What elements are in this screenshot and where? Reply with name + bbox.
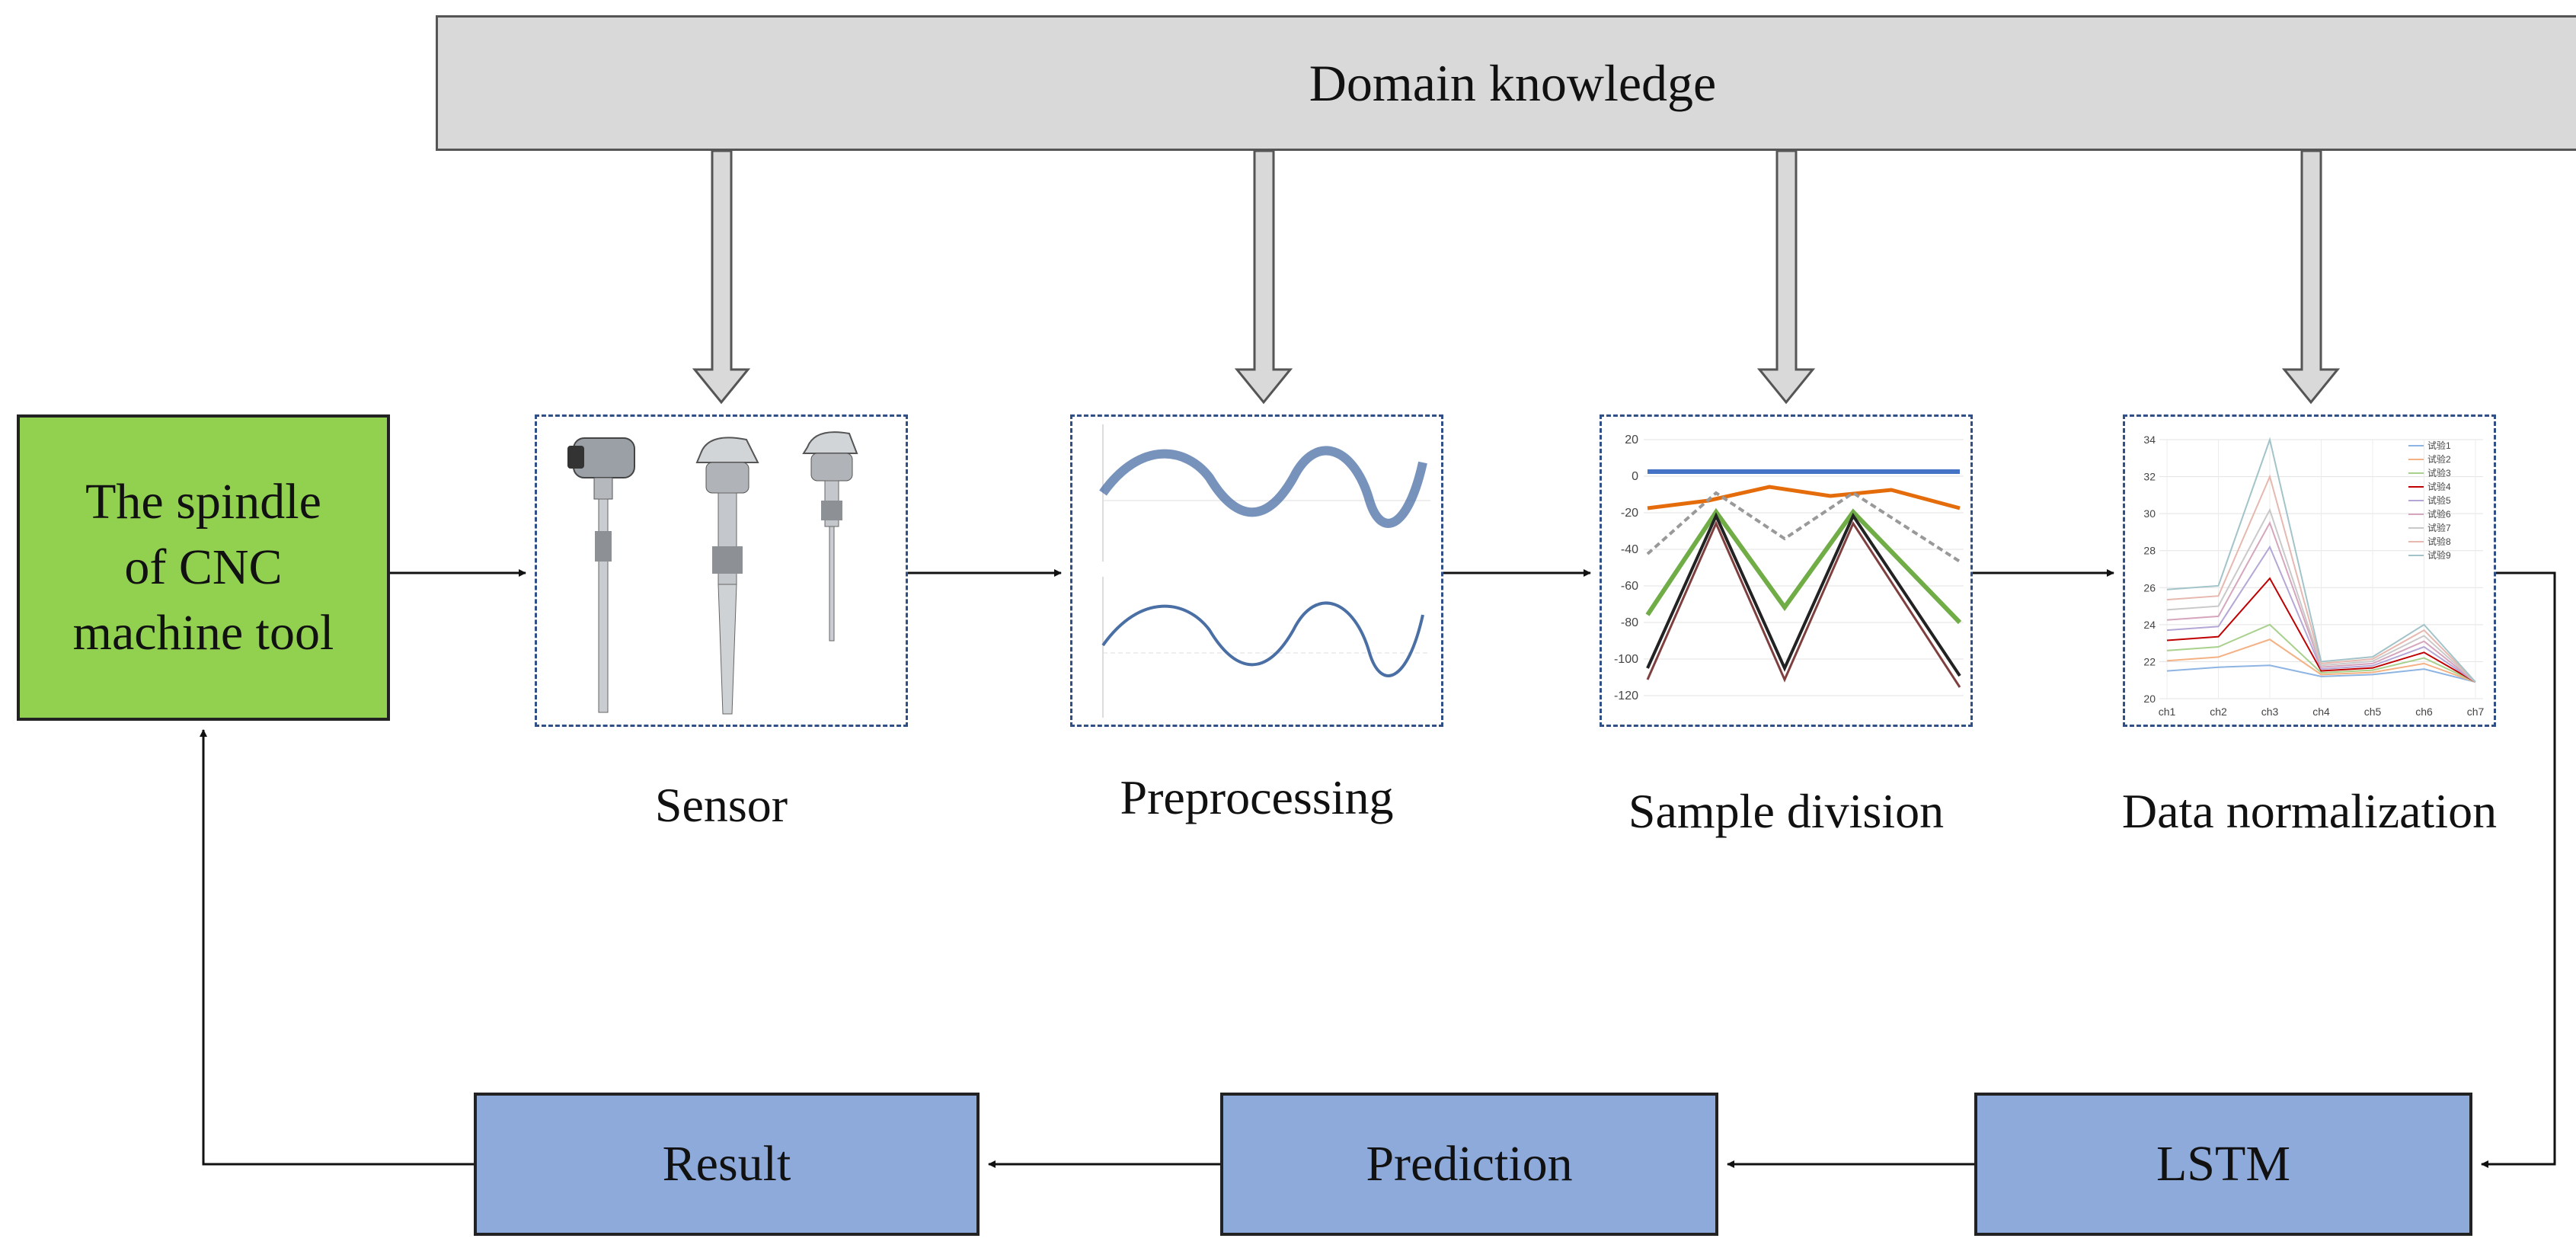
caption-sensor: Sensor — [654, 778, 788, 832]
caption-preprocessing: Preprocessing — [1120, 770, 1394, 824]
y-tick-label: 28 — [2143, 545, 2156, 557]
spindle-label: The spindle of CNC machine tool — [72, 474, 334, 661]
preprocessing-signal-plot — [1099, 424, 1430, 718]
normalization-panel: 34 32 30 28 26 24 22 20 ch1 ch2 ch3 ch4 ch5 ch6 ch7 试… — [2123, 414, 2496, 727]
x-tick-label: ch5 — [2364, 706, 2382, 718]
legend-entry: 试验1 — [2427, 440, 2451, 451]
normalization-series-line — [2166, 545, 2476, 683]
prediction-label: Prediction — [1366, 1136, 1573, 1192]
series-grey — [1646, 491, 1961, 563]
arrow-result-spindle — [200, 729, 474, 1166]
y-tick-label: -20 — [1621, 507, 1638, 520]
raw-signal-trace — [1099, 446, 1427, 528]
legend-entry: 试验3 — [2427, 467, 2451, 478]
y-tick-label: 22 — [2143, 655, 2156, 667]
y-tick-label: 34 — [2143, 434, 2156, 446]
lstm-box: LSTM — [1974, 1093, 2472, 1236]
legend-entry: 试验4 — [2427, 481, 2451, 492]
legend-entry: 试验6 — [2427, 508, 2451, 520]
y-tick-label: 20 — [2143, 693, 2156, 705]
arrow-normalization-lstm — [2481, 571, 2556, 1168]
legend-entry: 试验2 — [2427, 453, 2451, 465]
domain-arrows — [692, 149, 2341, 405]
legend-entry: 试验7 — [2427, 522, 2451, 533]
series-black — [1646, 512, 1961, 677]
sensor-image — [567, 431, 858, 715]
prediction-box: Prediction — [1220, 1093, 1718, 1236]
filtered-signal-trace — [1101, 601, 1424, 677]
normalization-series-line — [2166, 520, 2476, 683]
normalization-series-line — [2166, 437, 2476, 683]
y-tick-label: 30 — [2143, 507, 2156, 520]
y-tick-label: 26 — [2143, 581, 2156, 594]
x-tick-label: ch6 — [2415, 706, 2433, 718]
y-tick-label: 32 — [2143, 471, 2156, 483]
y-tick-label: 24 — [2143, 619, 2156, 631]
arrow-to-normalization — [2281, 149, 2341, 405]
normalization-series-line — [2166, 638, 2476, 683]
normalization-series-line — [2166, 474, 2476, 683]
y-tick-label: -80 — [1621, 616, 1638, 629]
preprocessing-panel — [1070, 414, 1443, 727]
sample-division-chart: 20 0 -20 -40 -60 -80 -100 -120 — [1614, 434, 1964, 702]
sensor-panel — [535, 414, 908, 727]
sensor-probe-2 — [695, 437, 759, 715]
y-tick-label: -120 — [1614, 690, 1638, 702]
x-tick-label: ch3 — [2261, 706, 2279, 718]
y-tick-label: 20 — [1625, 434, 1638, 446]
caption-data-normalization: Data normalization — [2121, 784, 2498, 838]
x-tick-label: ch2 — [2210, 706, 2227, 718]
arrow-to-sample-division — [1756, 149, 1816, 405]
legend-entry: 试验8 — [2427, 536, 2451, 547]
series-brown — [1646, 520, 1961, 688]
lstm-label: LSTM — [2156, 1136, 2291, 1192]
y-tick-label: 0 — [1632, 470, 1638, 483]
series-orange — [1647, 485, 1961, 510]
legend-entry: 试验9 — [2427, 549, 2451, 561]
x-tick-label: ch1 — [2159, 706, 2176, 718]
spindle-box: The spindle of CNC machine tool — [17, 414, 390, 721]
normalization-series-line — [2166, 623, 2476, 683]
caption-sample-division: Sample division — [1628, 784, 1945, 838]
normalization-chart: 34 32 30 28 26 24 22 20 ch1 ch2 ch3 ch4 ch5 ch6 ch7 试… — [2143, 434, 2485, 718]
sensor-probe-1 — [567, 437, 635, 713]
domain-knowledge-box: Domain knowledge — [436, 15, 2576, 151]
x-tick-label: ch7 — [2467, 706, 2485, 718]
arrow-to-preprocessing — [1234, 149, 1293, 405]
y-tick-label: -40 — [1621, 543, 1638, 556]
x-tick-label: ch4 — [2312, 706, 2330, 718]
normalization-series-line — [2166, 507, 2476, 683]
y-tick-label: -100 — [1614, 653, 1638, 666]
legend-entry: 试验5 — [2427, 494, 2451, 506]
result-label: Result — [662, 1136, 791, 1192]
series-green — [1645, 507, 1962, 625]
normalization-series-line — [2166, 577, 2476, 683]
y-tick-label: -60 — [1621, 580, 1638, 593]
result-box: Result — [474, 1093, 980, 1236]
normalization-series-line — [2166, 664, 2476, 683]
sensor-probe-3 — [802, 431, 858, 642]
arrow-to-sensor — [692, 149, 751, 405]
sample-division-panel: 20 0 -20 -40 -60 -80 -100 -120 — [1600, 414, 1973, 727]
domain-knowledge-label: Domain knowledge — [1309, 53, 1717, 112]
